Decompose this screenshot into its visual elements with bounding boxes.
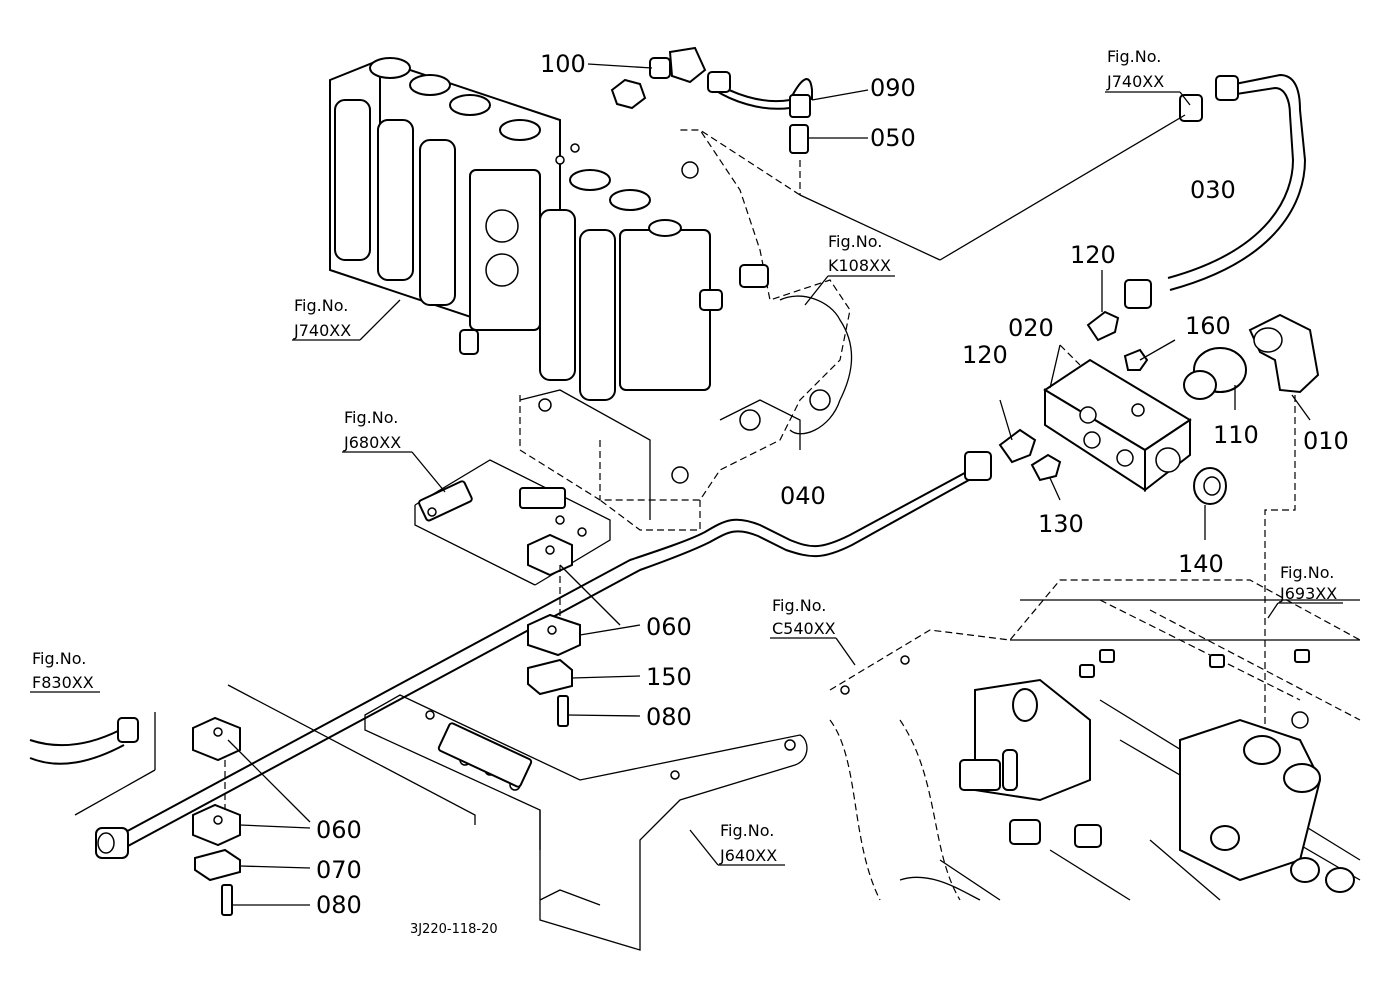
label-050: 050 (870, 124, 916, 152)
plug-140 (1193, 467, 1227, 505)
ref-j740-top-code: J740XX (1106, 72, 1164, 91)
elbow-fitting (668, 46, 707, 84)
label-060-upper: 060 (646, 613, 692, 641)
pipe-040 (95, 451, 992, 859)
transmission-assembly (829, 579, 1361, 901)
plate-150 (527, 658, 573, 696)
clamp-060-upper-top (527, 533, 573, 577)
label-160: 160 (1185, 312, 1231, 340)
ref-c540-code: C540XX (772, 619, 836, 638)
adapter-050 (789, 124, 809, 154)
reference-leaders (30, 91, 1343, 866)
figure-reference-labels: Fig.No. J740XX Fig.No. K108XX Fig.No. J7… (32, 47, 1337, 865)
ref-j740-left-label: Fig.No. (294, 296, 348, 315)
clamp-060-lower-top (192, 716, 241, 762)
adapter-120-lower (998, 428, 1037, 464)
label-020: 020 (1008, 314, 1054, 342)
adapter-120-upper (1086, 310, 1120, 342)
clamp-group-lower (192, 684, 476, 916)
ref-j680-label: Fig.No. (344, 408, 398, 427)
pipe-030 (799, 73, 1307, 309)
part-number-labels: 100 090 050 030 120 020 160 120 110 010 … (316, 50, 1349, 919)
adapter-110 (1183, 347, 1247, 400)
manifold-020 (998, 270, 1320, 760)
bolt-080-upper (557, 695, 569, 727)
label-030: 030 (1190, 176, 1236, 204)
ref-j693-code: J693XX (1279, 584, 1337, 603)
ref-j693: Fig.No. J693XX (1279, 563, 1337, 603)
ref-j640-code: J640XX (719, 846, 777, 865)
label-070: 070 (316, 856, 362, 884)
drawing-code: 3J220-118-20 (410, 922, 498, 937)
elbow-010 (1248, 313, 1320, 394)
ref-j693-label: Fig.No. (1280, 563, 1334, 582)
plug-160 (1123, 348, 1149, 371)
ref-j680-code: J680XX (343, 433, 401, 452)
ref-k108-label: Fig.No. (828, 232, 882, 251)
label-010: 010 (1303, 427, 1349, 455)
ref-j740-top: Fig.No. J740XX (1106, 47, 1164, 91)
ref-f830-code: F830XX (32, 673, 94, 692)
control-valve-assembly (329, 57, 853, 531)
bolt-080-lower (221, 884, 233, 916)
label-120-upper: 120 (1070, 241, 1116, 269)
ref-k108-code: K108XX (828, 256, 891, 275)
nut-090 (789, 94, 811, 118)
label-080-lower: 080 (316, 891, 362, 919)
ref-j740-top-label: Fig.No. (1107, 47, 1161, 66)
bracket-j680 (414, 459, 611, 586)
adapter-100 (610, 57, 671, 110)
ref-j640-label: Fig.No. (720, 821, 774, 840)
label-080-upper: 080 (646, 703, 692, 731)
label-110: 110 (1213, 421, 1259, 449)
clamp-060-upper-bottom (527, 613, 581, 657)
ref-j740-left-code: J740XX (293, 321, 351, 340)
label-060-lower: 060 (316, 816, 362, 844)
upper-pipe-group (587, 46, 869, 196)
ref-f830: Fig.No. F830XX (32, 649, 94, 692)
clamp-060-lower-bottom (192, 803, 241, 847)
bracket-j640 (364, 694, 808, 951)
ref-j680: Fig.No. J680XX (343, 408, 401, 452)
ref-k108: Fig.No. K108XX (828, 232, 891, 275)
label-090: 090 (870, 74, 916, 102)
ref-f830-label: Fig.No. (32, 649, 86, 668)
ref-j640: Fig.No. J640XX (719, 821, 777, 865)
label-040: 040 (780, 482, 826, 510)
label-100: 100 (540, 50, 586, 78)
clamp-group-upper (527, 533, 641, 727)
label-120-lower: 120 (962, 341, 1008, 369)
hose-f830 (29, 712, 156, 816)
ref-c540-label: Fig.No. (772, 596, 826, 615)
ref-j740-left: Fig.No. J740XX (293, 296, 351, 340)
label-150: 150 (646, 663, 692, 691)
plug-130 (1030, 453, 1062, 482)
label-140: 140 (1178, 550, 1224, 578)
plate-070 (194, 848, 241, 882)
label-130: 130 (1038, 510, 1084, 538)
ref-c540: Fig.No. C540XX (772, 596, 836, 638)
